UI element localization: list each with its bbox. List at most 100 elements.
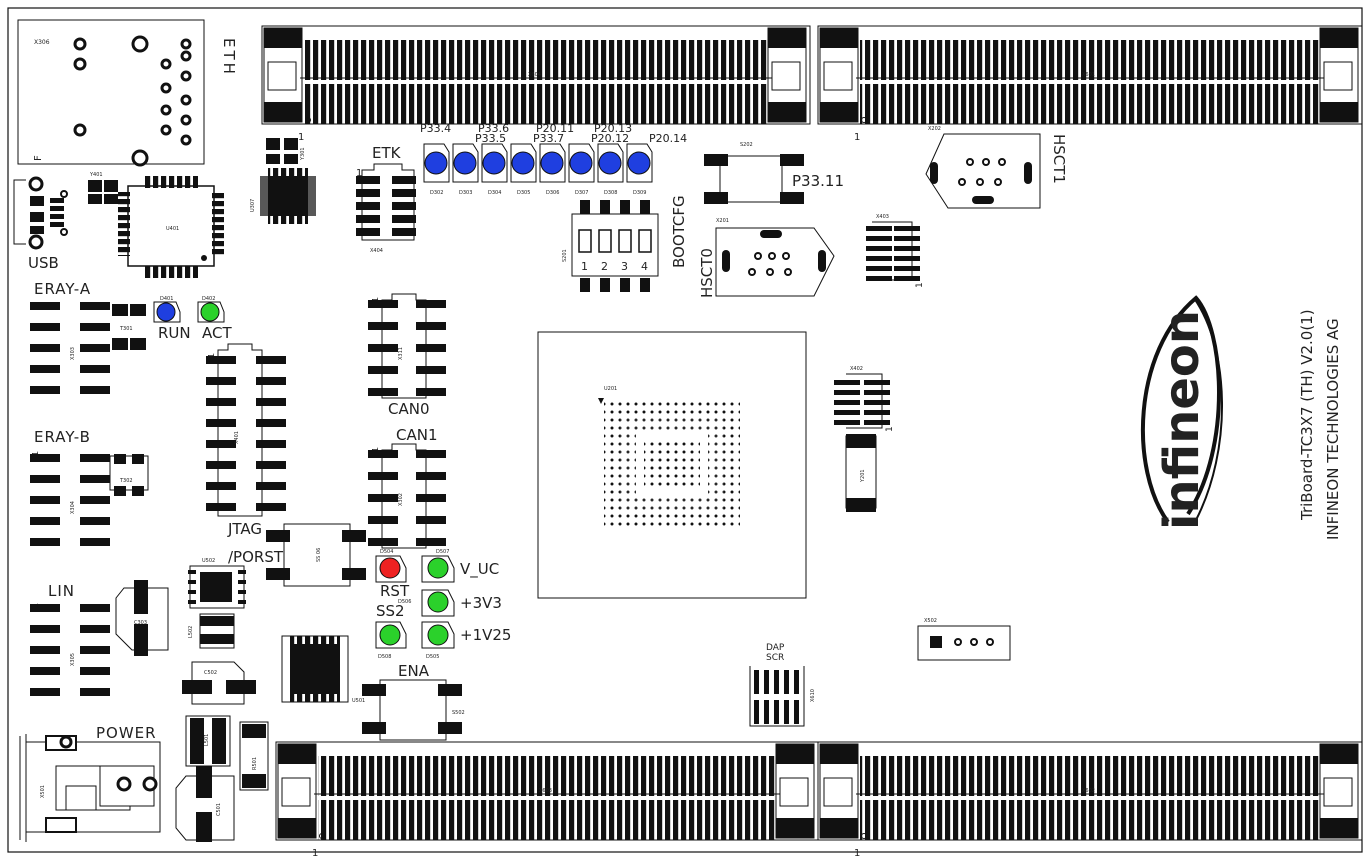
label-usb: USB <box>28 254 59 272</box>
label-eray-b: ERAY-B <box>34 428 91 446</box>
jtag-pad <box>206 377 236 385</box>
etk-pad <box>356 228 380 236</box>
dap-pad <box>784 700 789 724</box>
jtag-connector: 1 X401 JTAG <box>206 343 286 538</box>
refdes-x304: X304 <box>70 501 76 514</box>
label-porst: /PORST <box>228 548 284 566</box>
label-run: RUN <box>158 324 191 342</box>
chip-u501: U501 <box>281 635 365 704</box>
jtag-pad <box>256 482 286 490</box>
label-p33-6: P33.6 <box>478 122 509 135</box>
connector-x603-pin1: 1 <box>312 848 318 859</box>
can0-pad <box>368 344 398 352</box>
x403-pad <box>894 276 920 281</box>
eray-a-pad <box>30 386 60 394</box>
jtag-pad <box>256 356 286 364</box>
usb-connector: USB <box>13 176 68 272</box>
resistor-r501: R501 <box>239 721 269 791</box>
label-v-uc: V_UC <box>460 560 499 579</box>
eray-a-pad <box>80 302 110 310</box>
x403-pad <box>866 226 892 231</box>
dap-pad <box>754 670 759 694</box>
capacitor-c501: C501 <box>175 766 235 842</box>
refdes-c303: C303 <box>134 620 147 626</box>
x403-pad <box>894 236 920 241</box>
x403-pin1: 1 <box>915 282 925 288</box>
can1-pad <box>416 494 446 502</box>
label-etk: ETK <box>372 144 402 162</box>
x402-pad <box>864 390 890 395</box>
label-scr: SCR <box>766 653 784 663</box>
label-can1: CAN1 <box>396 426 438 444</box>
refdes-d304: D304 <box>488 190 501 196</box>
refdes-x306: X306 <box>34 39 50 46</box>
run-led: D401 RUN <box>153 296 191 342</box>
connector-x601-pin1: 1 <box>854 132 860 143</box>
lin-pad <box>30 667 60 675</box>
can0-pad <box>368 388 398 396</box>
x403-pad <box>894 266 920 271</box>
logo-wordmark: infineon <box>1154 310 1210 530</box>
dap-scr-connector: DAP SCR X610 <box>749 643 816 727</box>
jtag-pad <box>256 461 286 469</box>
eray-a-pad <box>80 323 110 331</box>
x402-pad <box>834 410 860 415</box>
jtag-pad <box>206 398 236 406</box>
bootcfg-switch-label: 3 <box>621 260 628 273</box>
etk-connector: ETK 1 X404 <box>356 144 416 254</box>
label-p33-7: P33.7 <box>533 132 564 145</box>
x403-pad <box>866 236 892 241</box>
refdes-s502: S502 <box>452 710 465 716</box>
refdes-x610: X610 <box>810 689 816 702</box>
chip-u307: U307 <box>250 168 316 224</box>
x403-pad <box>866 276 892 281</box>
crystal-y201: Y201 <box>845 434 877 512</box>
refdes-u501: U501 <box>352 698 365 704</box>
label-can0: CAN0 <box>388 400 430 418</box>
refdes-x403: X403 <box>876 214 889 220</box>
capacitor-c502: C502 <box>182 661 256 705</box>
x402-pad <box>834 380 860 385</box>
can0-pad <box>368 300 398 308</box>
eray-a-pad <box>80 365 110 373</box>
eray-a-pad <box>30 302 60 310</box>
eray-a-pad <box>30 365 60 373</box>
header-x502: X502 <box>917 618 1011 661</box>
can0-pad <box>416 388 446 396</box>
label-lin: LIN <box>48 582 75 600</box>
etk-pad <box>356 176 380 184</box>
chip-u201: U201 <box>537 331 807 599</box>
jtag-pad <box>206 482 236 490</box>
etk-pin1: 1 <box>356 168 362 179</box>
refdes-x305: X305 <box>70 653 76 666</box>
refdes-t302: T302 <box>119 478 133 484</box>
refdes-x302: X302 <box>398 493 404 506</box>
can1-pin1: 1 <box>371 447 380 452</box>
can0-pad <box>416 344 446 352</box>
label-ss2: SS2 <box>376 602 405 620</box>
x402-pad <box>834 400 860 405</box>
x403-pad <box>866 256 892 261</box>
refdes-l501: L501 <box>204 734 210 746</box>
etk-pad <box>392 189 416 197</box>
label-act: ACT <box>202 324 232 342</box>
eray-b-pad <box>30 496 60 504</box>
label-ena: ENA <box>398 662 430 680</box>
lin-pad <box>30 604 60 612</box>
bootcfg-switch-label: 4 <box>641 260 648 273</box>
refdes-x603: X603 <box>539 788 552 794</box>
x403-pad <box>894 246 920 251</box>
v-uc-led: D507 V_UC <box>421 549 499 583</box>
label-dap: DAP <box>766 643 785 653</box>
label-jtag: JTAG <box>227 520 262 538</box>
jtag-pad <box>206 461 236 469</box>
dap-pad <box>774 700 779 724</box>
can0-pad <box>368 366 398 374</box>
refdes-x602: X602 <box>1082 788 1095 794</box>
hsct1-connector: X202 HSCT1 <box>925 126 1068 209</box>
refdes-d505: D505 <box>426 654 439 660</box>
bootcfg-switch-label: 2 <box>601 260 608 273</box>
